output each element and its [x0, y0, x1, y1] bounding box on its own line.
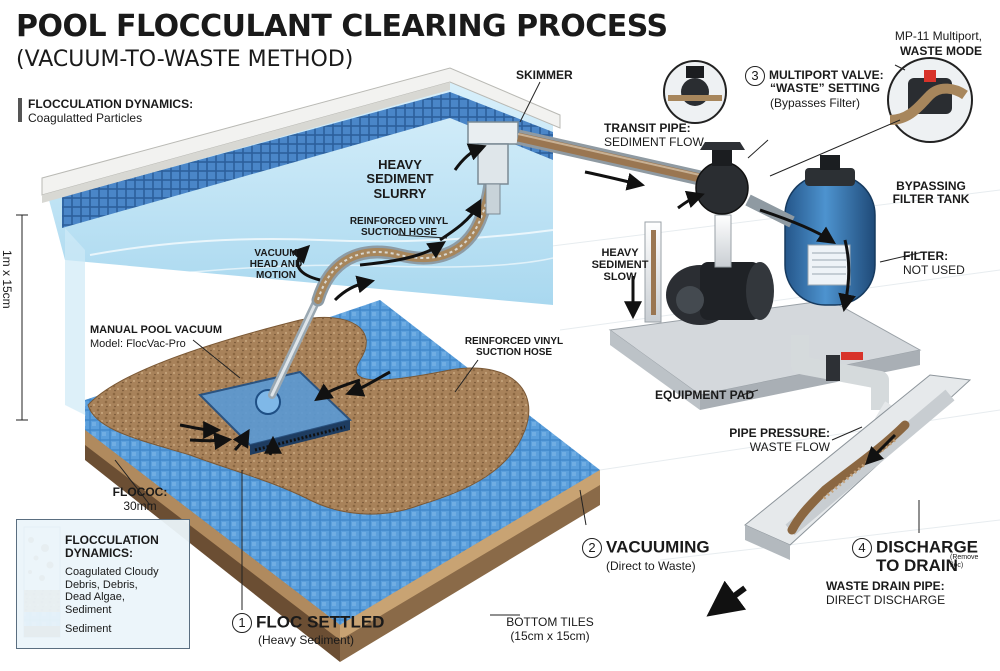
filter-sub: NOT USED	[903, 263, 965, 277]
flococ-sub: 30mm	[123, 499, 157, 513]
heavy-sediment-slurry-label: HEAVY SEDIMENT SLURRY	[366, 157, 434, 201]
waste-drain-label: WASTE DRAIN PIPE:	[826, 579, 945, 593]
filter-label: FILTER:	[903, 249, 949, 263]
transit-pipe-sub: SEDIMENT FLOW	[604, 135, 704, 149]
page-subtitle: (VACUUM-TO-WASTE METHOD)	[16, 47, 354, 72]
flocculation-panel-heading: FLOCCULATION DYNAMICS:	[28, 97, 194, 111]
bypassing-label: BYPASSING FILTER TANK	[892, 179, 970, 207]
waste-drain-sub: DIRECT DISCHARGE	[826, 593, 946, 607]
manual-vacuum-model: Model: FlocVac-Pro	[90, 338, 186, 350]
multiport-sub: (Bypasses Filter)	[770, 96, 861, 110]
pipe-pressure-sub: WASTE FLOW	[749, 440, 830, 454]
flococ-label: FLOCOC:	[112, 485, 168, 499]
flocculation-panel-sub: Coagulatted Particles	[28, 111, 143, 125]
reinforced-hose-top-label: REINFORCED VINYL SUCTION HOSE	[349, 216, 449, 238]
manual-vacuum-label: MANUAL POOL VACUUM	[90, 324, 222, 336]
step4-line2: TO DRAIN	[876, 556, 958, 575]
legend-items: Coagulated Cloudy Debris, Debris, Dead A…	[65, 566, 159, 616]
legend-sediment: Sediment	[65, 623, 112, 635]
heavy-sediment-slow-label: HEAVY SEDIMENT SLOW	[591, 247, 649, 284]
mp11-mode: WASTE MODE	[899, 44, 982, 58]
mp11-label: MP-11 Multiport,	[894, 29, 982, 43]
vacuum-head-label: VACUUM HEAD AND MOTION	[249, 248, 303, 281]
skimmer-label: SKIMMER	[516, 68, 573, 82]
equipment-pad-label: EQUIPMENT PAD	[655, 388, 755, 402]
multiport-setting: “WASTE” SETTING	[770, 81, 881, 95]
legend-heading: FLOCCULATION DYNAMICS:	[65, 533, 159, 561]
step1-sub: (Heavy Sediment)	[258, 633, 355, 647]
step2-sub: (Direct to Waste)	[606, 559, 696, 573]
legend-box: FLOCCULATION DYNAMICS: Coagulated Cloudy…	[16, 519, 190, 649]
page-title: POOL FLOCCULANT CLEARING PROCESS	[16, 9, 668, 44]
step4-note: (Remove floc)	[950, 554, 979, 569]
transit-pipe-label: TRANSIT PIPE:	[604, 121, 691, 135]
reinforced-hose-mid-label: REINFORCED VINYL SUCTION HOSE	[464, 336, 564, 358]
bottom-tiles-sub: (15cm x 15cm)	[510, 629, 590, 643]
depth-dimension-label: 1m x 15cm	[0, 250, 14, 309]
pipe-pressure-label: PIPE PRESSURE:	[729, 426, 830, 440]
bottom-tiles-label: BOTTOM TILES	[506, 615, 594, 629]
